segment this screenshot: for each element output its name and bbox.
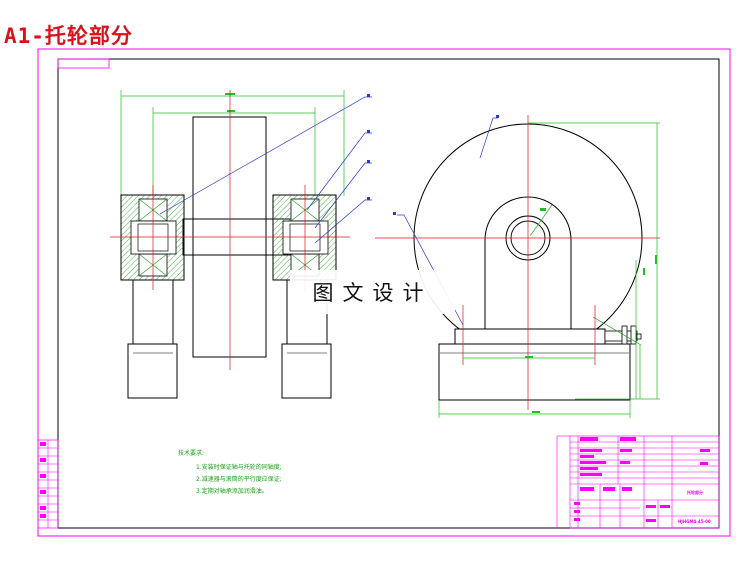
- right-bearing-housing: [272, 194, 337, 281]
- corner-tag-box: [57, 58, 110, 69]
- tech-req-item-3: 3.定期对轴承添加润滑油。: [196, 488, 268, 495]
- adjusting-bolt: [604, 325, 642, 345]
- title-block-fills: [574, 437, 710, 522]
- base-plate-bottom: [438, 343, 631, 401]
- center-lines: [110, 90, 350, 370]
- drawing-border: [57, 58, 720, 529]
- page-title: A1-托轮部分: [4, 24, 133, 48]
- title-block: [569, 435, 720, 529]
- tech-req-item-1: 1.安装时保证轴与托轮的同轴度;: [196, 464, 282, 471]
- title-block-drawing-no: HJHGM4-45-00: [678, 519, 711, 524]
- tech-req-item-2: 2.减速器与滚筒的平行度应保证;: [196, 476, 282, 483]
- sheet-frame: [37, 48, 731, 537]
- top-dimensions: [120, 90, 345, 196]
- watermark: 图文设计: [290, 270, 455, 314]
- left-bearing-housing: [120, 194, 185, 281]
- tech-req-heading: 技术要求:: [178, 450, 205, 457]
- base-plate-top: [454, 328, 606, 345]
- front-section-view: [110, 90, 372, 399]
- side-view: [375, 115, 660, 418]
- left-margin-strip: [37, 439, 59, 529]
- title-block-part-name: 托轮部分: [687, 489, 703, 495]
